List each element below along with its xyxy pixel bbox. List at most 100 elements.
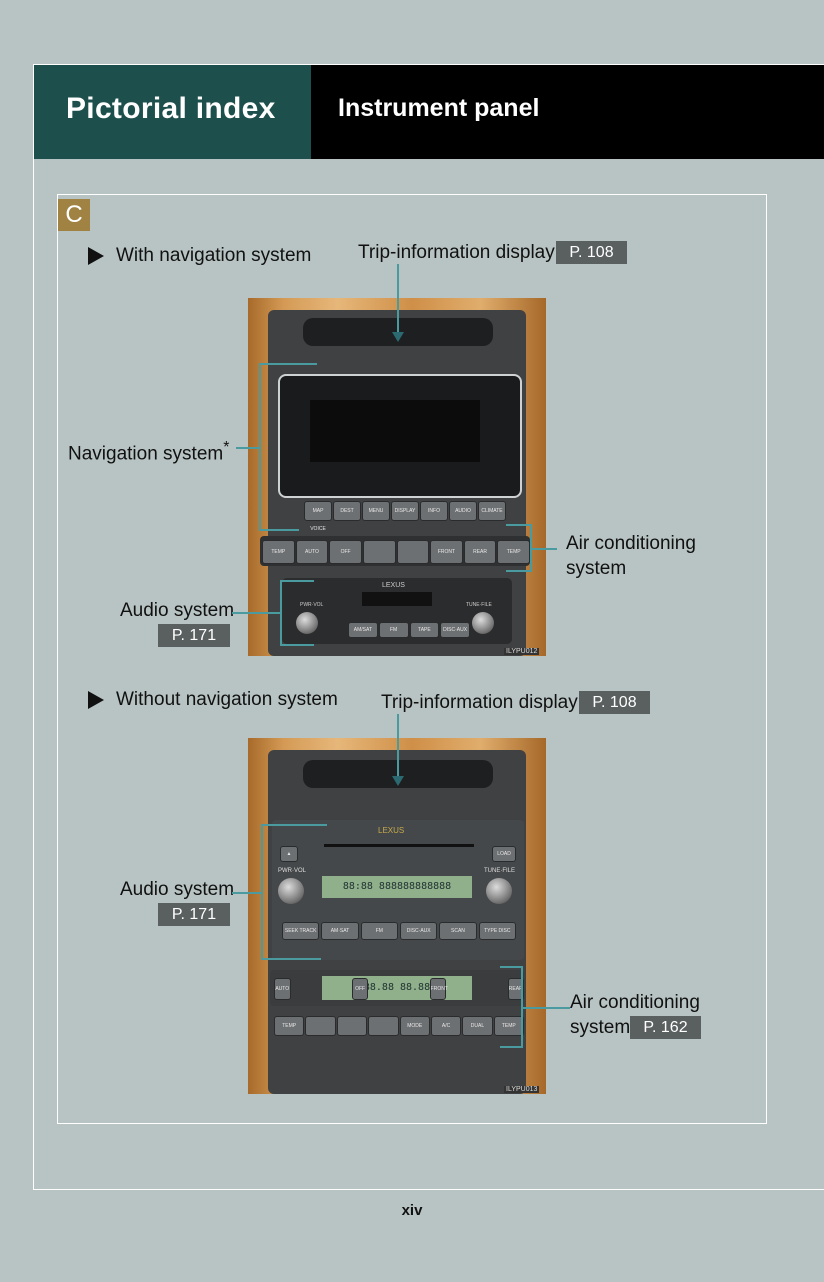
climate-bottom-2-button[interactable] [305,1016,336,1036]
without-nav-heading: Without navigation system [88,689,338,711]
nav-screen [310,400,480,462]
climate-bottom-2-button[interactable]: A/C [430,1016,462,1036]
climate-bottom-2-button[interactable]: MODE [399,1016,430,1036]
audio-bracket-1 [280,580,282,646]
ac-bracket-bottom-2 [500,1046,523,1048]
audio-bracket-bottom-1 [280,644,314,646]
nav-buttons-button[interactable]: MAP VOICE [304,501,332,532]
volume-knob-2[interactable] [278,878,304,904]
nav-buttons-button[interactable]: CLIMATE [478,501,506,521]
nav-system-label-text: Navigation system [68,443,224,465]
ac-label-1-line2: system [566,558,627,579]
tune-knob-1[interactable] [472,612,494,634]
tune-file-label-1: TUNE·FILE [466,602,492,608]
nav-leader [236,447,260,449]
audio-buttons-1-button[interactable]: AM/SAT [348,622,378,638]
trip-leader-2 [397,714,399,776]
climate-panel-top: 88.88 88.88 [270,970,524,1006]
climate-buttons-button[interactable]: AUTO [295,540,329,564]
climate-top-row-2: AUTO OFF FRONT REAR [274,978,524,1000]
audio-ref-2[interactable]: P. 171 [158,903,230,926]
pwr-vol-label-2: PWR·VOL [278,868,307,874]
climate-buttons-button[interactable] [396,540,430,564]
audio-brand-2: LEXUS [378,826,405,835]
audio-bracket-top-1 [280,580,314,582]
nav-buttons-button[interactable]: DEST [333,501,361,521]
audio-buttons-2-button[interactable]: AM·SAT [321,922,359,940]
volume-knob-1[interactable] [296,612,318,634]
climate-bottom-2-button[interactable]: TEMP [274,1016,305,1036]
climate-top-2-button[interactable]: OFF [351,978,369,1000]
climate-buttons-button[interactable]: TEMP [497,540,530,564]
audio-buttons-2-button[interactable]: TYPE DISC [478,922,516,940]
climate-buttons-button[interactable]: OFF [329,540,362,564]
nav-buttons-button[interactable]: INFO [420,501,448,521]
audio-brand-1: LEXUS [382,582,405,589]
climate-top-2-button[interactable]: AUTO [274,978,291,1000]
arrow-down-icon [392,776,404,786]
with-nav-heading-text: With navigation system [116,245,312,266]
audio-leader-1 [232,612,280,614]
climate-buttons-button[interactable]: REAR [463,540,497,564]
climate-buttons-button[interactable]: TEMP [262,540,295,564]
image-code-1: ILYPU012 [504,648,540,655]
header-title-block [311,65,824,159]
trip-info-label-1: Trip-information display [358,242,555,263]
without-nav-heading-text: Without navigation system [116,689,338,710]
load-button[interactable]: LOAD [492,846,516,862]
audio-lcd: 88:88 888888888888 [322,876,472,898]
tune-knob-2[interactable] [486,878,512,904]
trip-info-ref-2[interactable]: P. 108 [579,691,650,714]
climate-buttons-button[interactable] [362,540,396,564]
audio-buttons-2-button[interactable]: FM [360,922,398,940]
climate-bottom-2-button[interactable] [336,1016,368,1036]
audio-buttons-1-button[interactable]: FM [378,622,409,638]
ac-bracket-top-2 [500,966,523,968]
ac-bracket-top-1 [506,524,532,526]
ac-label-2-line2: system [570,1017,631,1038]
trip-info-label-2: Trip-information display [381,692,578,713]
eject-button[interactable]: ▲ [280,846,298,862]
ac-bracket-bottom-1 [506,570,532,572]
audio-ref-1[interactable]: P. 171 [158,624,230,647]
image-code-2: ILYPU013 [504,1086,540,1093]
climate-bottom-2-button[interactable]: DUAL [462,1016,493,1036]
nav-system-label: Navigation system* [68,435,229,466]
ac-label-2-line1: Air conditioning [570,992,700,1013]
audio-label-1: Audio system [120,600,235,621]
audio-buttons-1-button[interactable]: TAPE [409,622,440,638]
page-frame [33,64,824,1190]
audio-label-2: Audio system [120,879,235,900]
pwr-vol-label-1: PWR·VOL [300,602,324,608]
header-section-block [34,65,311,159]
nav-buttons-button[interactable]: DISPLAY [391,501,419,521]
climate-top-2-button[interactable]: REAR [507,978,524,1000]
nav-bracket-bottom [259,529,299,531]
nav-bracket-top [259,363,317,365]
audio-buttons-2-button[interactable]: SEEK TRACK [282,922,320,940]
content-box [57,194,767,1124]
climate-buttons-button[interactable]: FRONT [430,540,463,564]
tune-file-label-2: TUNE·FILE [484,868,516,874]
nav-bracket-1 [259,363,261,531]
instrument-panel-photo-no-nav: LEXUS ▲ LOAD PWR·VOL TUNE·FILE 88:88 888… [248,738,546,1094]
audio-buttons-2-button[interactable]: DISC·AUX [400,922,438,940]
audio-bracket-bottom-2 [261,958,321,960]
triangle-bullet-icon [88,246,104,265]
climate-bottom-2-button[interactable]: TEMP [493,1016,524,1036]
nav-buttons-button[interactable]: MENU [362,501,390,521]
nav-buttons-button[interactable]: AUDIO [449,501,477,521]
ac-ref-2[interactable]: P. 162 [630,1016,701,1039]
audio-buttons-1-button[interactable]: DISC·AUX [440,622,470,638]
climate-top-2-button[interactable]: FRONT [429,978,448,1000]
audio-buttons-2-button[interactable]: SCAN [439,922,477,940]
trip-info-ref-1[interactable]: P. 108 [556,241,627,264]
trip-leader-1 [397,264,399,332]
climate-bottom-2-button[interactable] [368,1016,399,1036]
audio-leader-2 [232,892,262,894]
triangle-bullet-icon [88,690,104,709]
